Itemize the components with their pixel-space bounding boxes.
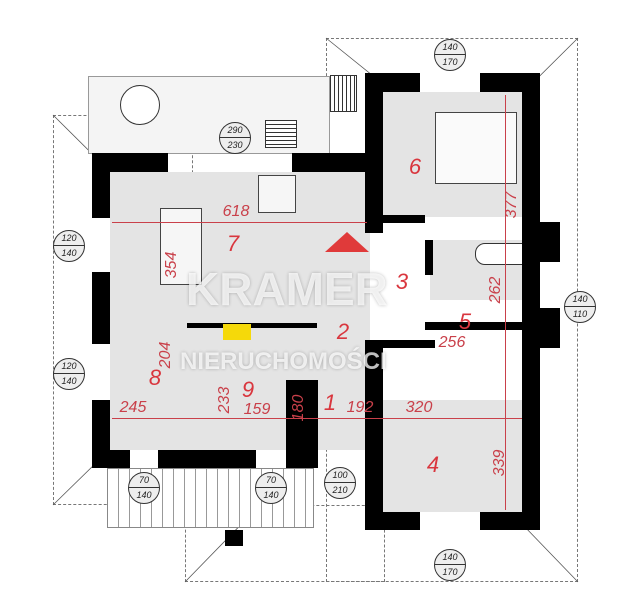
wall	[425, 240, 433, 275]
wall	[365, 73, 420, 92]
wall	[538, 308, 560, 348]
wall	[158, 450, 256, 468]
bed-icon	[435, 112, 517, 184]
living-room-floor	[110, 172, 370, 450]
wall	[365, 73, 383, 233]
wall	[425, 322, 525, 330]
dim-192: 192	[346, 399, 374, 416]
sun-lounger-icon-2	[330, 75, 357, 112]
room-number-9: 9	[241, 377, 255, 402]
dimension-line	[505, 95, 506, 510]
room-number-1: 1	[323, 390, 337, 415]
chimney-icon	[223, 324, 251, 340]
dim-354: 354	[163, 251, 180, 279]
wall	[92, 272, 110, 344]
dim-245: 245	[119, 399, 147, 416]
terrace-table-icon	[120, 85, 160, 125]
wall	[92, 450, 130, 468]
dim-339: 339	[491, 449, 508, 477]
wall	[286, 380, 318, 468]
wall	[538, 222, 560, 262]
dim-262: 262	[487, 276, 504, 304]
room-number-5: 5	[458, 309, 472, 334]
wall	[365, 340, 435, 348]
armchair-icon	[258, 175, 296, 213]
dim-204: 204	[157, 341, 174, 369]
wall	[187, 323, 317, 328]
room-number-7: 7	[226, 231, 240, 256]
dimension-line	[112, 222, 367, 223]
room-number-8: 8	[148, 365, 162, 390]
room-number-3: 3	[395, 269, 409, 294]
wall	[225, 530, 243, 546]
dining-table-icon	[160, 208, 202, 285]
wall	[92, 153, 168, 172]
watermark-subtitle: NIERUCHOMOŚCI	[180, 348, 387, 375]
dim-320: 320	[405, 399, 433, 416]
dim-159: 159	[243, 401, 271, 418]
room-number-2: 2	[336, 319, 350, 344]
dim-618: 618	[222, 203, 250, 220]
wall	[365, 215, 425, 223]
dim-180: 180	[290, 394, 307, 422]
wall	[522, 73, 540, 530]
dim-377: 377	[503, 191, 520, 219]
watermark-logo-roof-icon	[325, 232, 369, 252]
wall	[292, 153, 382, 172]
wall	[365, 512, 420, 530]
dim-256: 256	[438, 334, 466, 351]
sun-lounger-icon	[265, 120, 297, 148]
watermark-brand: KRAMER	[186, 263, 388, 315]
dim-233: 233	[216, 386, 233, 414]
wall	[365, 340, 383, 530]
wall	[480, 512, 540, 530]
dimension-line	[112, 418, 522, 419]
room-number-4: 4	[426, 452, 440, 477]
room-number-6: 6	[408, 154, 422, 179]
